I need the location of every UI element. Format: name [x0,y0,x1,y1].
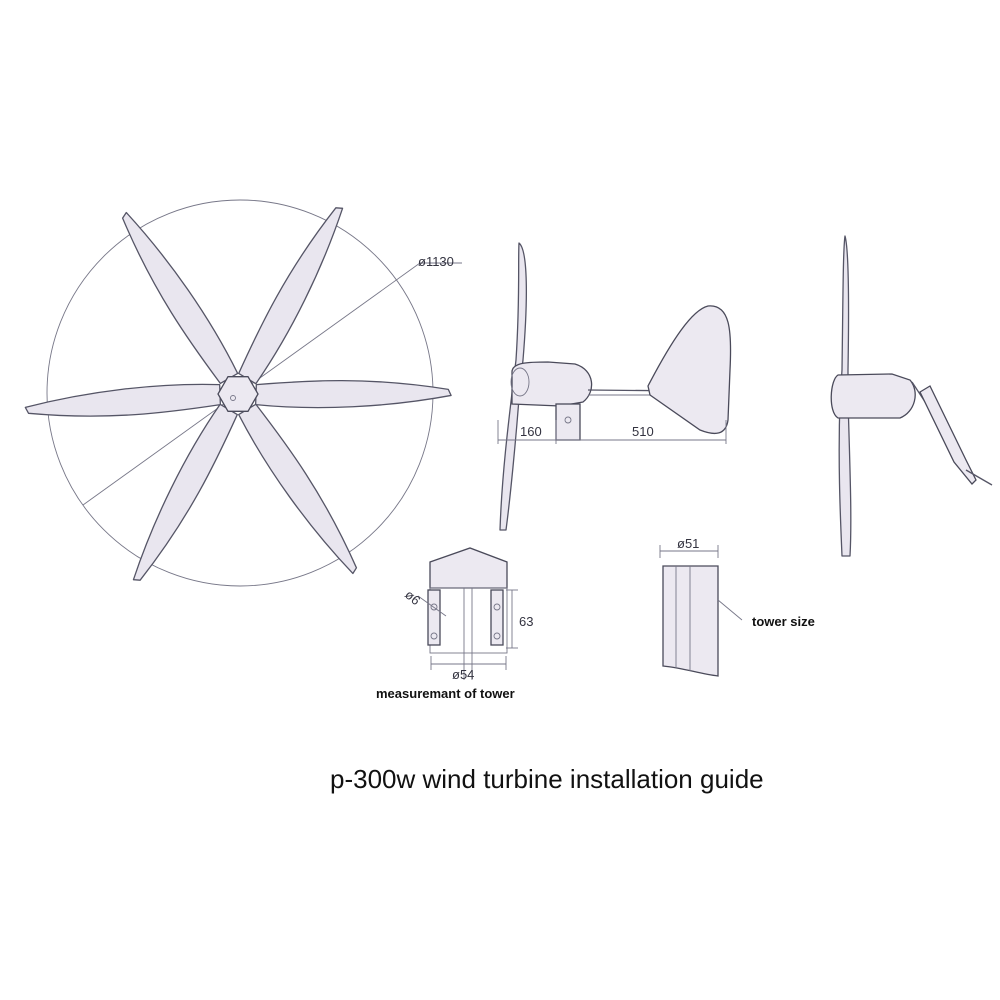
bolt-hole [430,603,438,611]
yaw-bracket [555,403,581,441]
yaw-bolt [564,416,572,424]
bracket-plate-right [490,589,504,646]
nacelle-hub [510,367,530,397]
bracket-plate-left [427,589,441,646]
blade [115,203,240,388]
tower-pipe [662,565,719,677]
bracket-top [429,547,508,589]
blade [118,403,245,587]
rear-cable [965,469,993,486]
bolt-leader [417,595,447,617]
bolt-hole [430,632,438,640]
bolt-hole [493,603,501,611]
tower-size-leader [717,599,743,621]
rotor-diameter-label: ø1130 [418,254,454,269]
rear-nacelle [830,373,916,419]
blade [254,376,453,414]
tower-size-label: tower size [752,614,815,629]
tower-diameter-label: ø51 [677,536,699,551]
hub-length-label: 160 [520,424,542,439]
hub-hexagon [217,376,259,412]
blade-set [24,201,453,587]
measurement-label: measuremant of tower [376,686,515,701]
blade [24,382,222,420]
bolt-hole [493,632,501,640]
page-title: p-300w wind turbine installation guide [330,764,764,794]
tower-pipe-detail: ø51 tower size [659,536,815,677]
rear-tail-boom [919,385,977,485]
bolt-hole-label: ø6 [402,587,423,608]
turbine-side-view: 160 510 [497,242,732,531]
tail-length-label: 510 [632,424,654,439]
hub-bolt [230,395,236,401]
rotor-front-view: ø1130 [24,199,462,587]
blade [231,201,358,385]
blade [237,399,364,584]
tower-bracket-detail: ø6 63 ø54 measuremant of tower [376,547,533,701]
nacelle [511,361,593,407]
bracket-width-label: ø54 [452,667,474,682]
tail-fin [647,305,732,435]
bracket-height-label: 63 [519,614,533,629]
turbine-rear-view [830,235,993,557]
